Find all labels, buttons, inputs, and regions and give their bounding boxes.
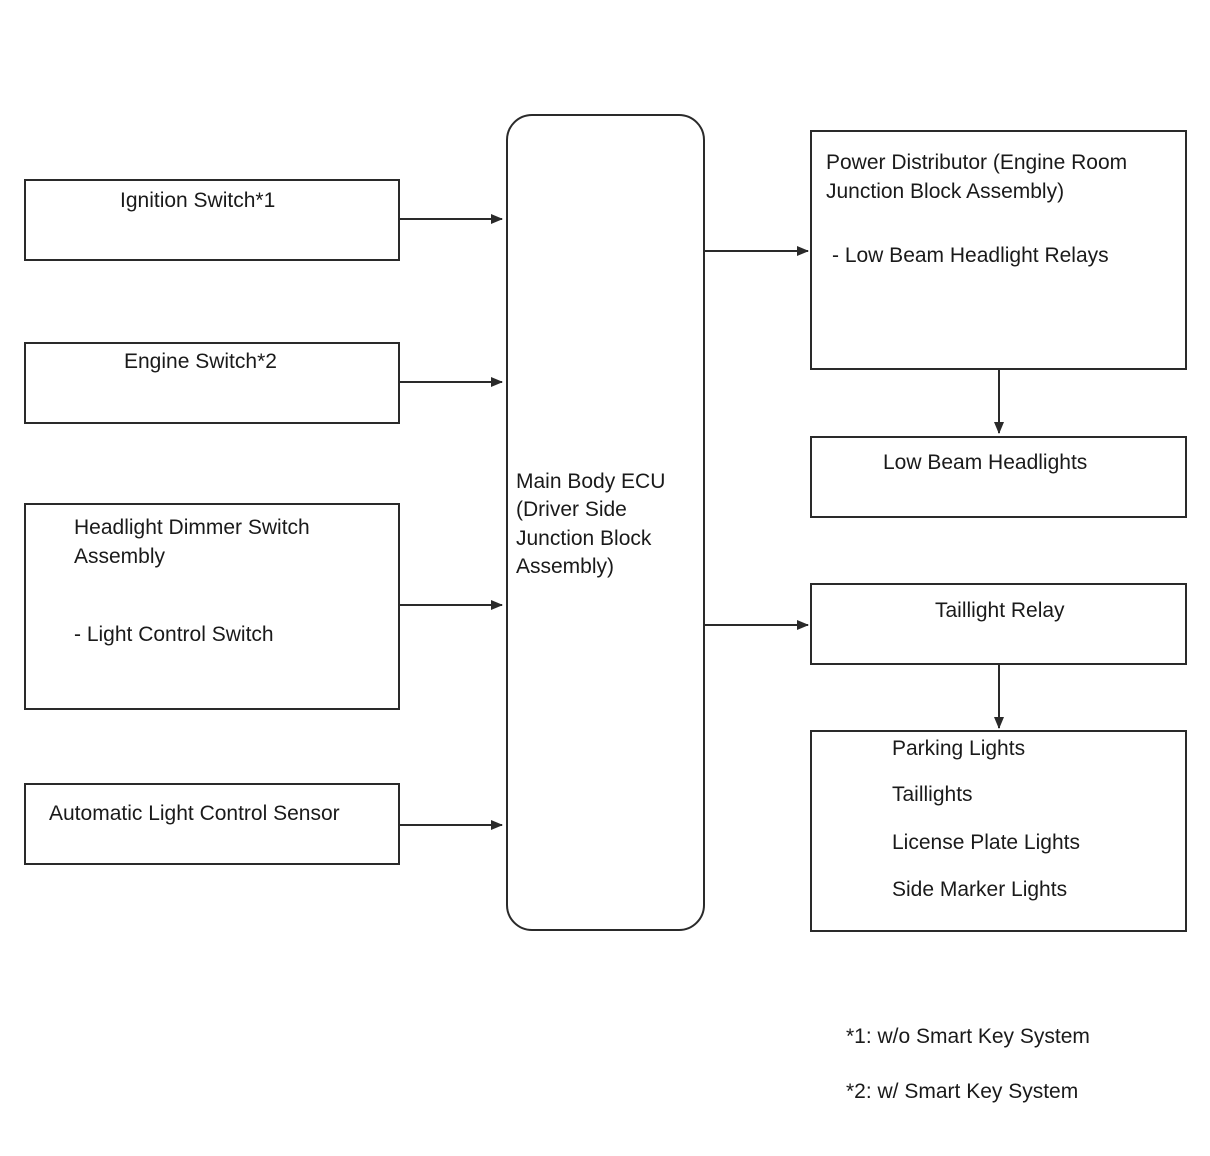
taillight-relay-label: Taillight Relay — [935, 599, 1065, 622]
lights-group-box — [810, 730, 1187, 932]
main-body-ecu-box — [506, 114, 705, 931]
footnote-1: *1: w/o Smart Key System — [846, 1025, 1090, 1048]
footnote-2: *2: w/ Smart Key System — [846, 1080, 1079, 1103]
side-marker-lights-label: Side Marker Lights — [892, 878, 1068, 901]
main-body-ecu-label-line1: Main Body ECU — [516, 470, 666, 493]
taillights-label: Taillights — [892, 783, 973, 806]
ignition-switch-label: Ignition Switch*1 — [120, 189, 276, 212]
low-beam-headlights-box — [810, 436, 1187, 518]
main-body-ecu-label-line3: Junction Block — [516, 527, 652, 550]
engine-switch-box — [24, 342, 400, 424]
main-body-ecu-label-line2: (Driver Side — [516, 498, 627, 521]
taillight-relay-box — [810, 583, 1187, 665]
engine-switch-label: Engine Switch*2 — [124, 350, 277, 373]
power-distributor-title-line2: Junction Block Assembly) — [826, 180, 1065, 203]
low-beam-headlights-label: Low Beam Headlights — [883, 451, 1088, 474]
license-plate-lights-label: License Plate Lights — [892, 831, 1080, 854]
light-control-switch-label: - Light Control Switch — [74, 623, 274, 646]
headlight-dimmer-switch-title-line1: Headlight Dimmer Switch — [74, 516, 310, 539]
low-beam-headlight-relays-label: - Low Beam Headlight Relays — [832, 244, 1109, 267]
power-distributor-title-line1: Power Distributor (Engine Room — [826, 151, 1128, 174]
parking-lights-label: Parking Lights — [892, 737, 1026, 760]
main-body-ecu-label-line4: Assembly) — [516, 555, 615, 578]
ignition-switch-box — [24, 179, 400, 261]
automatic-light-control-sensor-box — [24, 783, 400, 865]
automatic-light-control-sensor-label: Automatic Light Control Sensor — [49, 802, 340, 825]
headlight-dimmer-switch-box — [24, 503, 400, 710]
headlight-dimmer-switch-title-line2: Assembly — [74, 545, 166, 568]
power-distributor-box — [810, 130, 1187, 370]
